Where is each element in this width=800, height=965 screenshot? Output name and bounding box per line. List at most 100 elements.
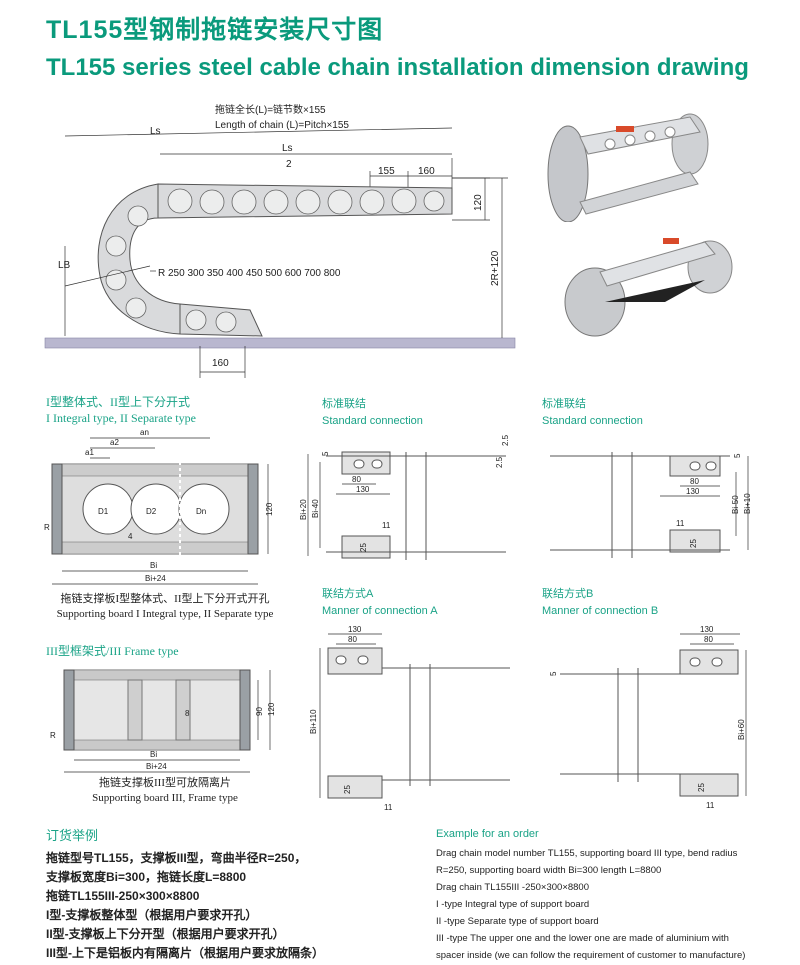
std2-d11: 11	[676, 519, 685, 528]
type12-h120: 120	[265, 502, 274, 516]
type12-a1: a1	[85, 448, 94, 457]
std1-d25: 25	[359, 543, 368, 552]
formula-cn: 拖链全长(L)=链节数×155	[215, 103, 326, 116]
formula-en: Length of chain (L)=Pitch×155	[215, 120, 349, 131]
std2-head-cn: 标准联结	[542, 398, 586, 410]
type12-a2: a2	[110, 438, 119, 447]
conn-b-d130: 130	[700, 625, 714, 634]
type12-head-en: I Integral type, II Separate type	[46, 411, 196, 425]
pitch-155-label: 155	[378, 166, 395, 177]
conn-a-d25: 25	[343, 785, 352, 794]
order-en-line: Drag chain TL155III -250×300×8800	[436, 882, 589, 893]
type3-eight: 8	[185, 709, 190, 718]
type12-bi: Bi	[150, 561, 157, 570]
type3-r: R	[50, 731, 56, 740]
std1-head-cn: 标准联结	[322, 398, 366, 410]
std1-d11: 11	[382, 521, 391, 530]
conn-a-d11: 11	[384, 803, 393, 812]
std2-bi50: Bi-50	[731, 495, 740, 514]
conn-a-d80: 80	[348, 635, 357, 644]
conn-a-drawing: 130 80 Bi+110 25 11	[309, 625, 510, 812]
std1-d130: 130	[356, 485, 370, 494]
ls-half-label-bottom: 2	[286, 159, 292, 170]
std1-drawing: 5 2.5 2.5 80 130 Bi+20 Bi-40 11 25	[299, 434, 510, 560]
conn-a-d130: 130	[348, 625, 362, 634]
type12-bi24: Bi+24	[145, 574, 166, 583]
type12-an: an	[140, 428, 149, 437]
order-cn-line: 支撑板宽度Bi=300，拖链长度L=8800	[46, 870, 247, 884]
std2-d5: 5	[733, 453, 742, 458]
chain-lower-run	[179, 303, 263, 337]
std2-drawing: 5 80 130 Bi-50 Bi+10 11 25	[550, 452, 752, 558]
std1-d5: 5	[321, 451, 330, 456]
pitch-160-label: 160	[418, 166, 435, 177]
main-chain-drawing: 拖链全长(L)=链节数×155 Length of chain (L)=Pitc…	[44, 103, 516, 378]
order-en-line: II -type Separate type of support board	[436, 916, 599, 927]
type3-h90: 90	[255, 707, 264, 716]
radius-list: R 250 300 350 400 450 500 600 700 800	[158, 268, 341, 279]
std2-d80: 80	[690, 477, 699, 486]
type12-head-cn: I型整体式、II型上下分开式	[46, 395, 190, 409]
type12-r: R	[44, 523, 50, 532]
type3-bi: Bi	[150, 750, 157, 759]
order-en-line: III -type The upper one and the lower on…	[436, 933, 729, 944]
conn-b-d80: 80	[704, 635, 713, 644]
conn-a-head-cn: 联结方式A	[322, 588, 374, 600]
order-cn-head: 订货举例	[46, 828, 99, 843]
std1-bi20: Bi+20	[299, 499, 308, 520]
order-cn-line: II型-支撑板上下分开型（根据用户要求开孔）	[46, 927, 285, 941]
std1-head-en: Standard connection	[322, 415, 423, 427]
type3-drawing: 8 R 90 120 Bi Bi+24	[50, 669, 276, 773]
type3-frame	[71, 669, 243, 751]
std1-d25a: 2.5	[501, 434, 510, 446]
std2-d130: 130	[686, 487, 700, 496]
conn-b-lower-bracket	[679, 773, 739, 797]
type12-d2: D2	[146, 507, 157, 516]
bottom-160-label: 160	[212, 358, 229, 369]
conn-a-head-en: Manner of connection A	[322, 605, 438, 617]
order-en-head: Example for an order	[436, 828, 539, 840]
conn-b-d25: 25	[697, 783, 706, 792]
page-title-en: TL155 series steel cable chain installat…	[46, 54, 749, 81]
std1-bi40: Bi-40	[311, 499, 320, 518]
ls-label: Ls	[150, 126, 161, 137]
type3-h120: 120	[267, 702, 276, 716]
conn-a-bi110: Bi+110	[309, 709, 318, 734]
std2-head-en: Standard connection	[542, 415, 643, 427]
ls-dimension-line	[64, 127, 453, 137]
type12-four: 4	[128, 532, 133, 541]
std2-bi10: Bi+10	[743, 493, 752, 514]
conn-b-head-cn: 联结方式B	[542, 588, 594, 600]
floor-plate	[44, 337, 516, 349]
order-example-en: Example for an order Drag chain model nu…	[436, 826, 766, 964]
height-2r-label: 2R+120	[490, 250, 501, 286]
order-cn-line: 拖链型号TL155，支撑板III型，弯曲半径R=250，	[46, 851, 307, 865]
order-cn-line: 拖链TL155III-250×300×8800	[46, 889, 200, 903]
type3-caption: 拖链支撑板III型可放隔离片 Supporting board III, Fra…	[92, 777, 238, 804]
product-image-top	[547, 113, 709, 222]
order-en-line: Drag chain model number TL155, supportin…	[436, 848, 738, 859]
order-en-line: spacer inside (we can follow the require…	[436, 950, 746, 961]
product-image-bottom	[564, 238, 733, 337]
type3-bi24: Bi+24	[146, 762, 167, 771]
std1-d25b: 2.5	[495, 456, 504, 468]
order-cn-line: I型-支撑板整体型（根据用户要求开孔）	[46, 908, 258, 922]
conn-b-upper-bracket	[679, 649, 739, 675]
ls-half-label-top: Ls	[282, 143, 293, 154]
type12-caption: 拖链支撑板I型整体式、II型上下分开式开孔 Supporting board I…	[56, 593, 274, 620]
conn-b-d5: 5	[549, 671, 558, 676]
conn-a-lower-bracket	[327, 775, 383, 799]
order-en-line: I -type Integral type of support board	[436, 899, 590, 910]
std2-d25: 25	[689, 539, 698, 548]
conn-b-d11: 11	[706, 801, 715, 810]
type12-drawing: an a2 a1 D1 D2 Dn 4 R 120 Bi Bi+24	[44, 428, 274, 585]
type12-dn: Dn	[196, 507, 206, 516]
conn-b-head-en: Manner of connection B	[542, 605, 659, 617]
type12-d1: D1	[98, 507, 109, 516]
height-120-label: 120	[473, 194, 484, 211]
conn-b-bi60: Bi+60	[737, 719, 746, 740]
chain-upper-run	[157, 183, 453, 219]
order-example-cn: 订货举例 拖链型号TL155，支撑板III型，弯曲半径R=250， 支撑板宽度B…	[46, 826, 406, 963]
order-cn-line: III型-上下是铝板内有隔离片（根据用户要求放隔条）	[46, 946, 325, 960]
conn-b-drawing: 130 80 5 Bi+60 25 11	[549, 625, 747, 810]
